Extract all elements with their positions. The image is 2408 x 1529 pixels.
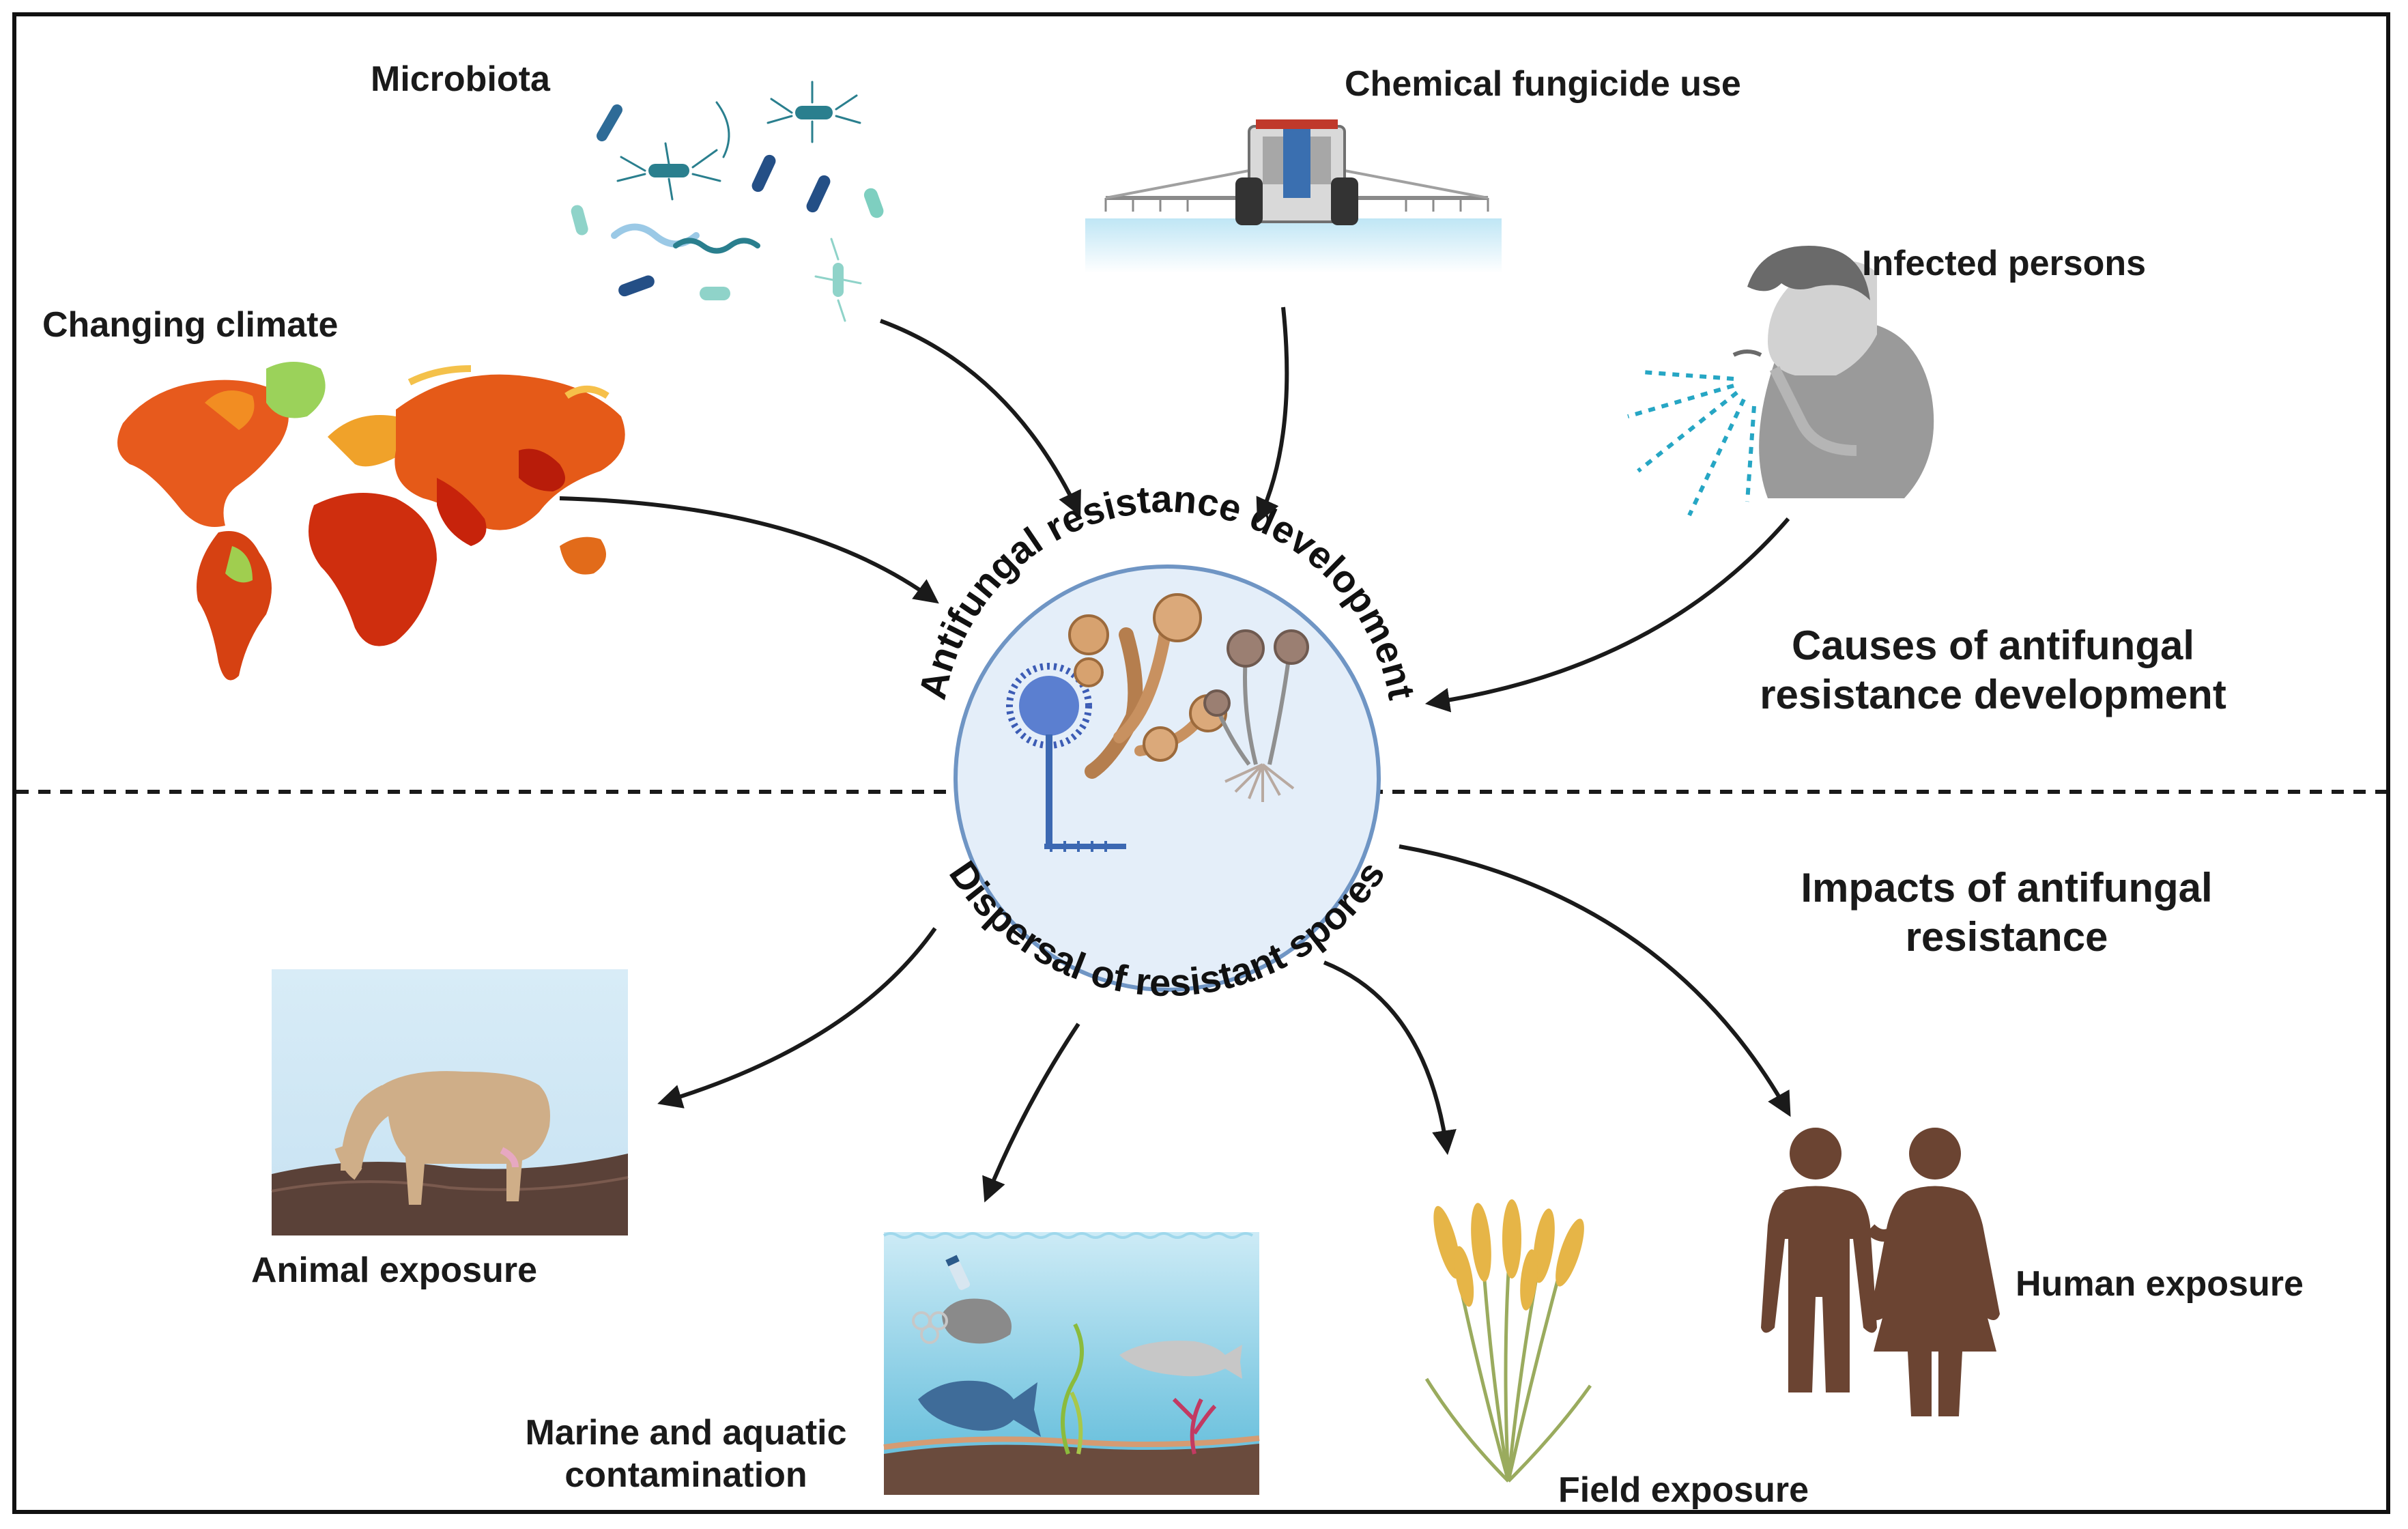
wheat-icon [1424,1199,1592,1483]
arrow-marine [982,1023,1080,1203]
arrow-infected [1424,517,1790,713]
microbiota-icon [571,81,884,322]
world-heat-map-icon [117,362,625,681]
people-icon [1761,1128,2000,1416]
arrow-human [1399,844,1791,1117]
label-marine-line2: contamination [564,1455,807,1496]
causes-heading: Causes of antifungal resistance developm… [1679,621,2307,719]
arrow-fungicide [1256,306,1289,524]
impacts-heading-line1: Impacts of antifungal [1801,865,2213,911]
cow-icon [271,969,629,1235]
label-fungicide: Chemical fungicide use [1345,64,1741,104]
label-marine: Marine and aquatic contamination [505,1412,867,1497]
label-infected: Infected persons [1862,244,2147,283]
impacts-heading: Impacts of antifungal resistance [1693,863,2321,962]
arrow-animal [657,927,937,1109]
aquatic-scene-icon [883,1232,1260,1495]
label-human: Human exposure [2016,1264,2304,1304]
arrow-microbiota [879,319,1081,517]
arrow-field [1323,960,1457,1156]
causes-heading-line2: resistance development [1760,672,2226,717]
label-animal: Animal exposure [251,1251,538,1290]
label-field: Field exposure [1558,1470,1809,1510]
tractor-sprayer-icon [1085,119,1502,273]
arrow-climate [559,496,939,604]
coughing-person-icon [1627,246,1934,517]
label-microbiota: Microbiota [371,59,550,99]
impacts-heading-line2: resistance [1905,914,2108,960]
label-climate: Changing climate [42,305,339,345]
causes-heading-line1: Causes of antifungal [1791,623,2195,668]
label-marine-line1: Marine and aquatic [525,1413,847,1453]
fungi-icon [954,565,1381,992]
